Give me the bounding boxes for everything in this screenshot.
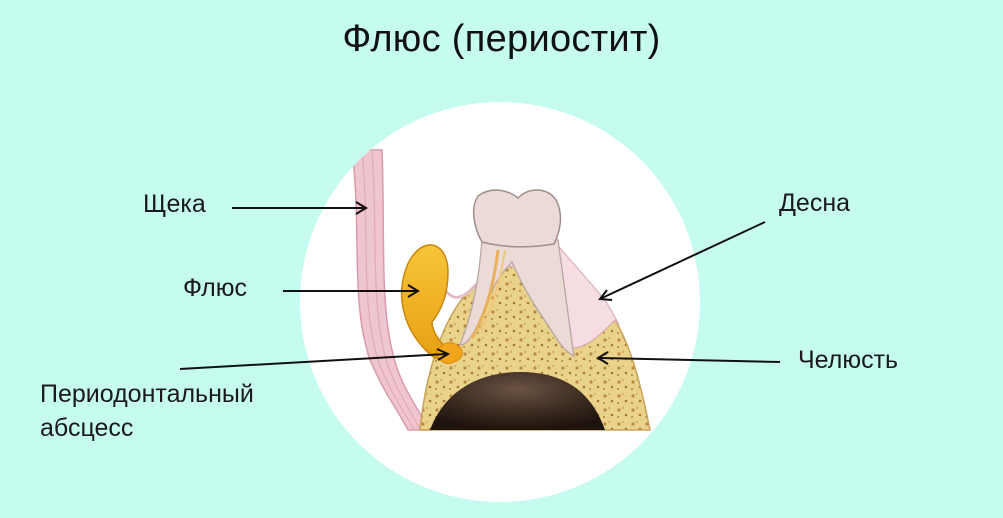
label-cheek: Щека [143, 187, 206, 221]
label-abscess-line2: абсцесс [40, 411, 254, 445]
label-abscess-line1: Периодонтальный [40, 377, 254, 411]
tooth-crown [474, 190, 561, 247]
label-periodontal-abscess: Периодонтальный абсцесс [40, 377, 254, 445]
label-flux: Флюс [183, 271, 247, 305]
label-gum: Десна [779, 186, 850, 220]
label-jaw: Челюсть [798, 343, 898, 377]
